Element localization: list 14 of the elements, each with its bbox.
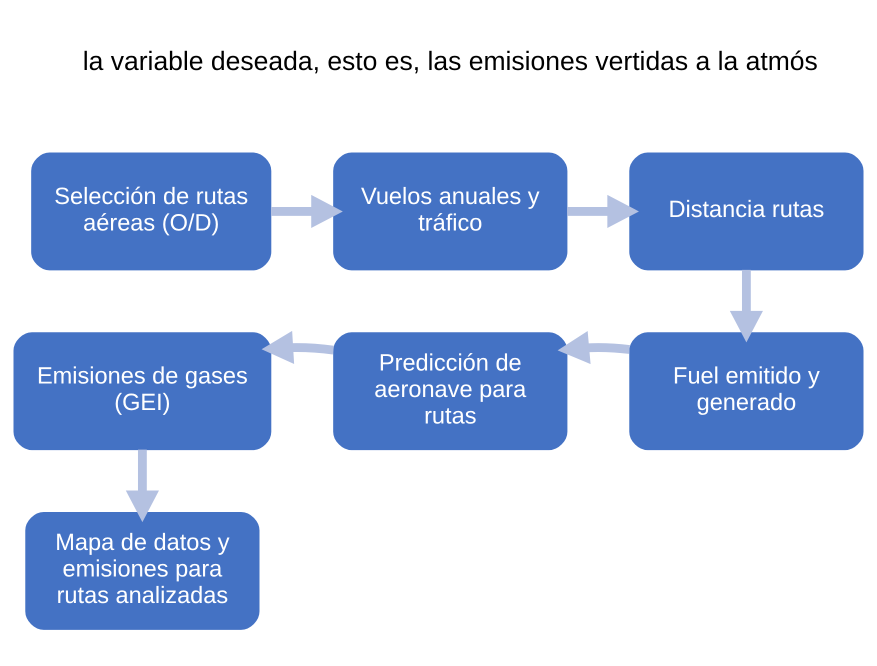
node-box: Fuel emitido y generado <box>629 332 864 450</box>
arrow <box>558 331 630 364</box>
node-box: Selección de rutas aéreas (O/D) <box>31 152 272 270</box>
label: la variable deseada, esto es, las emisiones vertidas a la atmós <box>82 46 818 76</box>
arrow <box>270 194 343 228</box>
node-box: Mapa de datos y emisiones para rutas analizadas <box>25 512 260 630</box>
node-box: Predicción de aeronave para rutas <box>333 332 568 450</box>
arrow <box>730 270 763 342</box>
arrow <box>262 330 334 364</box>
arrow <box>126 450 159 522</box>
node-box: Distancia rutas <box>629 152 864 270</box>
node-box: Emisiones de gases (GEI) <box>13 332 272 450</box>
arrow <box>567 194 639 228</box>
node-box: Vuelos anuales y tráfico <box>333 152 568 270</box>
